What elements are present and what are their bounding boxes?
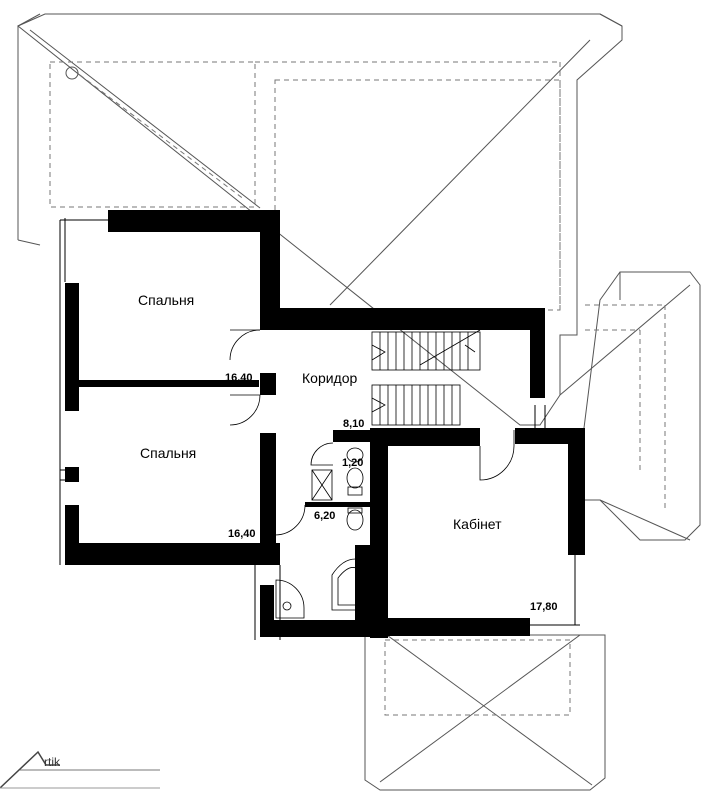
chimney-icon <box>65 66 79 80</box>
sanitary-fixtures <box>275 447 364 619</box>
room-area-corridor: 8,10 <box>343 418 364 430</box>
roof-outline <box>17 13 701 791</box>
room-name-bedroom-2: Спальня <box>140 445 196 461</box>
logo: rtik <box>0 750 160 789</box>
room-area-bedroom-2: 16,40 <box>228 528 256 540</box>
room-area-bedroom-1: 16,40 <box>225 372 253 384</box>
room-name-office: Кабінет <box>453 516 502 532</box>
logo-text: rtik <box>44 755 61 769</box>
room-name-bedroom-1: Спальня <box>138 292 194 308</box>
outer-thin-lines <box>59 218 580 640</box>
room-area-bathroom: 6,20 <box>314 510 335 522</box>
staircase <box>371 329 481 426</box>
room-name-corridor: Коридор <box>302 370 358 386</box>
walls <box>65 210 585 638</box>
room-area-office: 17,80 <box>530 601 558 613</box>
room-area-wc: 1,20 <box>342 457 363 469</box>
doors <box>229 329 515 536</box>
